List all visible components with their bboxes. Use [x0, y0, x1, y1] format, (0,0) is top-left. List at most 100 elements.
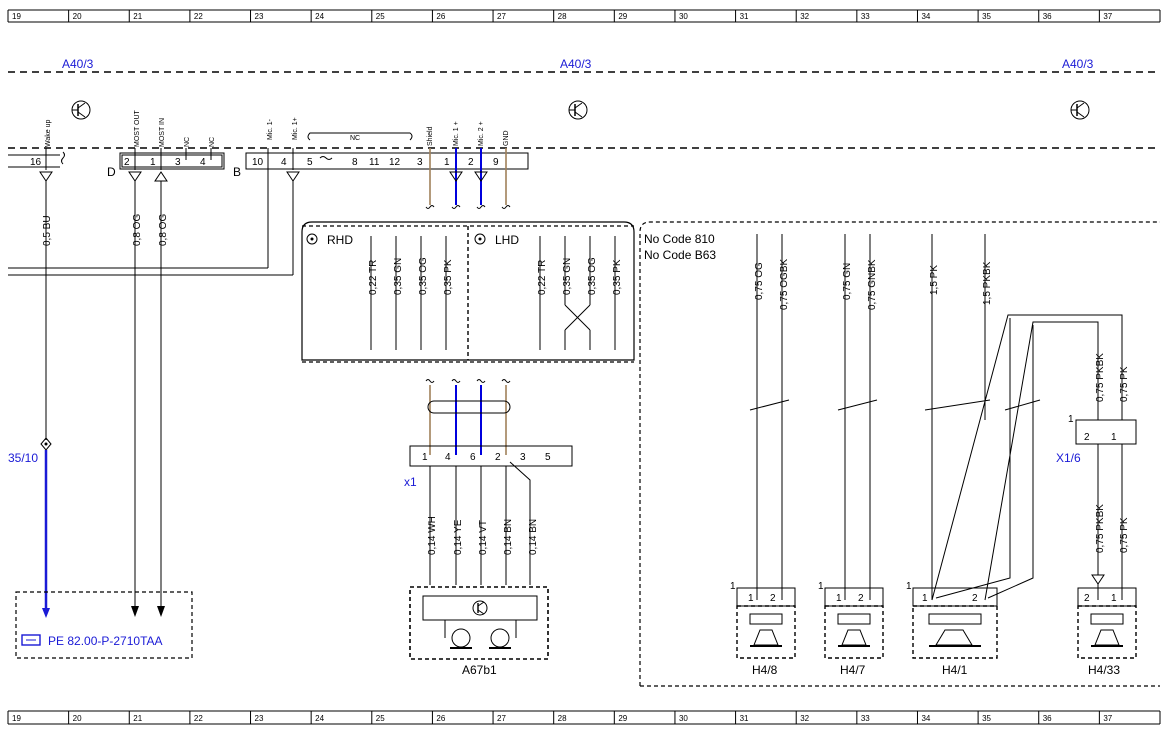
- module-label: A40/3: [1062, 57, 1094, 71]
- ruler-column-label: 27: [497, 714, 506, 723]
- ruler-column-label: 30: [679, 714, 688, 723]
- wire-label: 0,75 PK: [1119, 517, 1130, 553]
- speaker-h4-1: 1 1 2 H4/1: [906, 581, 998, 677]
- signal-label: NC: [350, 135, 360, 142]
- module-label: A40/3: [62, 57, 94, 71]
- wire-label: 0,75 GN: [842, 263, 853, 300]
- wire-label: 1,5 PKBK: [982, 261, 993, 305]
- wire-label: 0,75 OGBK: [779, 259, 790, 310]
- speaker-h4-7: 1 1 2 H4/7: [818, 581, 884, 677]
- pin-number: 1: [444, 157, 450, 168]
- x1-connector: 1 4 6 2 3 5 x1 0,14 WH 0,14 YE 0,14 VT 0…: [404, 379, 573, 585]
- pin-number: 12: [389, 157, 401, 168]
- pin-number: 6: [470, 452, 476, 463]
- ruler-column-label: 23: [255, 12, 264, 21]
- pin-number: 3: [175, 157, 181, 168]
- wire-label: 0,14 VT: [478, 520, 489, 555]
- speaker-icon: [837, 613, 871, 647]
- wire-label: 0,75 PK: [1119, 366, 1130, 402]
- speaker-h4-8: 1 1 2 H4/8: [730, 581, 796, 677]
- pin-number: 1: [906, 581, 912, 592]
- ruler-column-label: 28: [558, 12, 567, 21]
- wire-label: 0,14 BN: [503, 519, 514, 555]
- ruler-column-label: 35: [982, 714, 991, 723]
- wire-label: 0,75 GNBK: [867, 259, 878, 310]
- signal-label: NC: [209, 137, 216, 147]
- ruler-column-label: 19: [12, 714, 21, 723]
- reference-link[interactable]: PE 82.00-P-2710TAA: [48, 634, 163, 648]
- ruler-column-label: 35: [982, 12, 991, 21]
- transistor-icon: [71, 100, 91, 120]
- module-a40-3: A40/3 A40/3 A40/3: [8, 57, 1160, 149]
- pin-number: 3: [520, 452, 526, 463]
- wire-label: 0,35 GN: [562, 258, 573, 295]
- wakeup-pin: 16 Wake up 0,5 BU 35/10: [8, 120, 65, 618]
- ruler-column-label: 21: [133, 714, 142, 723]
- wire-label: 0,75 OG: [754, 262, 765, 300]
- pin-number: 10: [252, 157, 264, 168]
- ruler-column-label: 29: [618, 714, 627, 723]
- x16-label: X1/6: [1056, 451, 1081, 465]
- wire-label: 0,22 TR: [368, 260, 379, 295]
- pin-number: 1: [1111, 593, 1117, 604]
- ruler-column-label: 25: [376, 714, 385, 723]
- signal-label: NC: [184, 137, 191, 147]
- wire-label: 0,75 PKBK: [1095, 504, 1106, 553]
- connector-letter: D: [107, 165, 116, 179]
- microphone-icon: [489, 620, 517, 649]
- transistor-icon: [568, 100, 588, 120]
- reference-box: PE 82.00-P-2710TAA: [15, 591, 193, 659]
- ruler-ticks: [7, 10, 1161, 22]
- ruler-column-label: 36: [1043, 714, 1052, 723]
- pin-number: 2: [972, 593, 978, 604]
- ruler-column-label: 26: [436, 12, 445, 21]
- pin-number: 2: [468, 157, 474, 168]
- pin-number: 4: [445, 452, 451, 463]
- connector-d: D 2 1 3 4 MOST OUT MOST IN NC NC 0,8 OG …: [107, 109, 225, 617]
- pin-number: 1: [422, 452, 428, 463]
- signal-label: MOST OUT: [134, 109, 141, 147]
- speaker-h4-33: 2 1 H4/33: [1077, 587, 1137, 677]
- signal-label: Shield: [427, 126, 434, 146]
- ruler-column-label: 33: [861, 12, 870, 21]
- ruler-column-label: 36: [1043, 12, 1052, 21]
- reference-label: 35/10: [8, 451, 38, 465]
- ruler-column-label: 34: [921, 12, 930, 21]
- transistor-icon: [1070, 100, 1090, 120]
- ruler-column-label: 28: [558, 714, 567, 723]
- wire-label: 0,5 BU: [42, 215, 53, 246]
- wire-label: 0,14 YE: [453, 519, 464, 555]
- ruler-column-label: 27: [497, 12, 506, 21]
- ruler-column-label: 24: [315, 714, 324, 723]
- signal-label: Mic. 1 +: [453, 121, 460, 146]
- pin-number: 4: [200, 157, 206, 168]
- connector-b: B 10 4 5 8 11 12 3 1 2 9 Mic. 1- Mic. 1+…: [8, 117, 529, 276]
- connector-letter: B: [233, 165, 241, 179]
- code-label: No Code 810: [644, 232, 715, 246]
- wire-label: 0,14 WH: [427, 516, 438, 555]
- pin-number: 4: [281, 157, 287, 168]
- wire-label: 0,22 TR: [537, 260, 548, 295]
- wire-label: 0,35 OG: [418, 257, 429, 295]
- pin-number: 11: [369, 157, 380, 168]
- component-label: H4/1: [942, 663, 968, 677]
- ruler-column-label: 32: [800, 12, 809, 21]
- transistor-icon: [472, 600, 488, 616]
- pin-number: 2: [124, 157, 130, 168]
- wire-label: 0,35 PK: [443, 259, 454, 295]
- a67b1-component: A67b1: [409, 586, 549, 677]
- pin-number: 16: [30, 157, 42, 168]
- ruler-column-label: 33: [861, 714, 870, 723]
- signal-label: GND: [503, 130, 510, 146]
- ruler-column-label: 26: [436, 714, 445, 723]
- ruler-column-label: 34: [921, 714, 930, 723]
- component-label: H4/8: [752, 663, 778, 677]
- pin-number: 1: [748, 593, 754, 604]
- pin-number: 1: [730, 581, 736, 592]
- ruler-column-label: 19: [12, 12, 21, 21]
- steering-wheel-icon: [306, 233, 318, 245]
- ruler-column-label: 30: [679, 12, 688, 21]
